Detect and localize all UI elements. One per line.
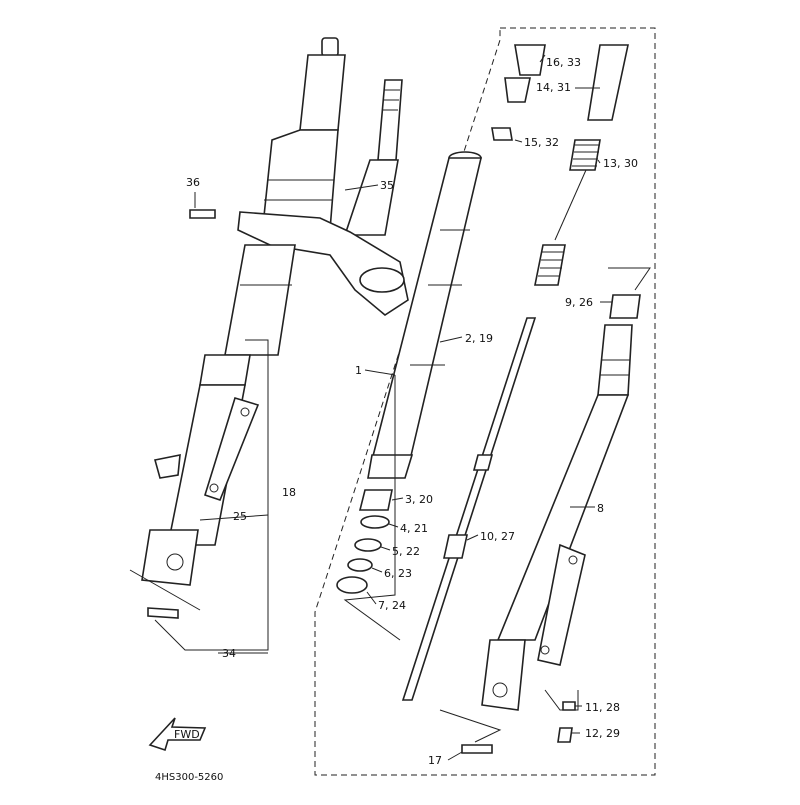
callout-17: 17 [428,754,442,767]
assembly-boundary [314,27,656,776]
axle-holder-right [481,639,526,711]
diagram-code: 4HS300-5260 [155,772,223,783]
leader-1 [364,369,396,376]
caliper-mount-right [537,543,586,666]
callout-8: 8 [597,502,604,515]
rod-piece-10-27 [443,534,468,559]
part-7-24 [336,576,368,594]
callout-11-28: 11, 28 [585,701,620,714]
steering-stem-top [377,79,403,161]
fwd-label: FWD [174,728,200,741]
damper-rod-10-27 [401,317,537,701]
callout-4-21: 4, 21 [400,522,428,535]
cap-16-33 [514,44,546,76]
spring-13-30-bottom [534,244,566,286]
callout-3-20: 3, 20 [405,493,433,506]
callout-34: 34 [222,647,236,660]
callout-25: 25 [233,510,247,523]
callout-9-26: 9, 26 [565,296,593,309]
part-5-22 [354,538,382,552]
inner-tube-mid [224,244,296,356]
steering-stem [343,159,399,236]
axle-lug [153,454,181,479]
leader-25 [199,514,269,521]
bottom-bolt-34 [147,607,179,619]
callout-1: 1 [355,364,362,377]
part-4-21 [360,515,390,529]
pinch-bolt-36 [189,209,216,219]
callout-2-19: 2, 19 [465,332,493,345]
callout-16-33: 16, 33 [546,56,581,69]
part-12-29 [557,727,573,743]
dust-seal [199,354,251,386]
inner-tube-upper [299,54,346,131]
part-3-20 [358,489,393,511]
callout-35: 35 [380,179,394,192]
spacer-14-31 [587,44,629,121]
callout-7-24: 7, 24 [378,599,406,612]
callout-15-32: 15, 32 [524,136,559,149]
inner-tube-bushing [367,454,414,479]
outer-tube-assembly [461,294,641,754]
stem-boss [359,267,405,293]
spring-13-30-top [569,139,601,171]
callout-12-29: 12, 29 [585,727,620,740]
cap-adjuster [504,77,531,103]
callout-14-31: 14, 31 [536,81,571,94]
part-6-23 [347,558,373,572]
exploded-parts [336,44,629,701]
leader-35 [344,184,379,191]
outer-tube-8 [496,394,630,641]
bolt-17 [461,744,493,754]
rod-ring [472,454,494,471]
under-bracket [237,211,409,316]
callout-36: 36 [186,176,200,189]
callout-5-22: 5, 22 [392,545,420,558]
callout-10-27: 10, 27 [480,530,515,543]
callout-6-23: 6, 23 [384,567,412,580]
caliper-bracket [204,397,260,501]
cap-bolt-left [321,37,339,57]
outer-tube [167,384,246,546]
leader-18 [154,339,269,651]
callout-13-30: 13, 30 [603,157,638,170]
fwd-arrow-icon: FWD [148,717,207,752]
callout-18: 18 [282,486,296,499]
nut-15-32 [491,127,513,141]
assembled-fork [141,37,409,619]
part-11-28 [562,701,576,711]
part-9-26 [609,294,641,319]
axle-holder [141,529,199,586]
